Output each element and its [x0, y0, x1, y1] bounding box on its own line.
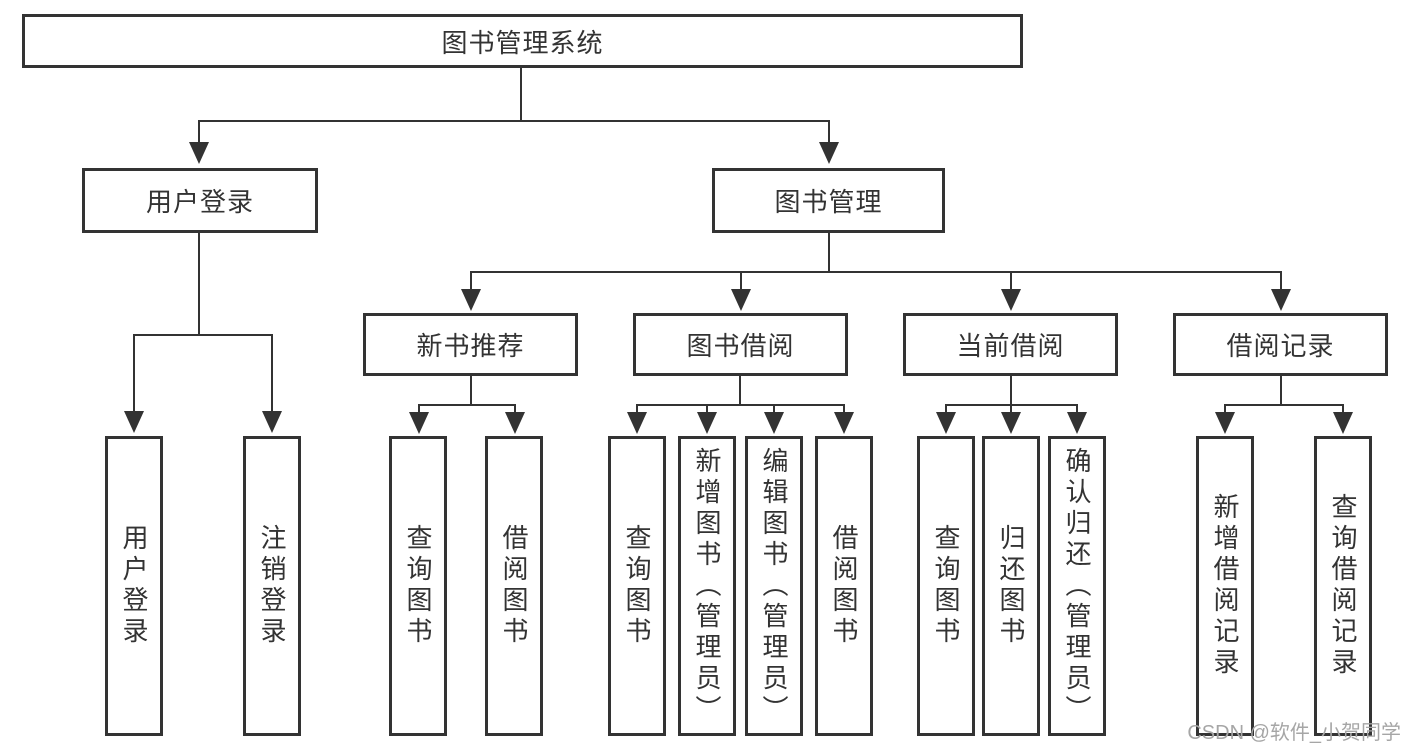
connector-line [198, 233, 200, 336]
arrow-down-icon [505, 412, 525, 434]
nb-query-books-node: 查询图书 [389, 436, 447, 736]
connector-line [828, 233, 830, 273]
current-borrow-node: 当前借阅 [903, 313, 1118, 376]
arrow-down-icon [409, 412, 429, 434]
connector-line [1224, 404, 1344, 406]
arrow-down-icon [1271, 289, 1291, 311]
arrow-down-icon [1001, 412, 1021, 434]
cb-query-books-label: 查询图书 [931, 524, 961, 648]
logout-leaf-label: 注销登录 [257, 524, 287, 648]
connector-line [945, 404, 947, 414]
connector-line [470, 271, 472, 290]
bb-query-books-label: 查询图书 [622, 524, 652, 648]
connector-line [636, 404, 844, 406]
arrow-down-icon [731, 289, 751, 311]
cb-return-books-node: 归还图书 [982, 436, 1040, 736]
book-borrow-label: 图书借阅 [686, 331, 795, 361]
bb-add-books-admin-label: 新增图书（管理员） [692, 446, 722, 726]
connector-line [1010, 271, 1012, 290]
arrow-down-icon [819, 142, 839, 164]
connector-line [1280, 376, 1282, 406]
nb-query-books-label: 查询图书 [403, 524, 433, 648]
user-login-label: 用户登录 [145, 187, 254, 217]
user-login-node: 用户登录 [82, 168, 318, 233]
arrow-down-icon [834, 412, 854, 434]
cb-confirm-return-admin-node: 确认归还（管理员） [1048, 436, 1106, 736]
nb-borrow-books-label: 借阅图书 [499, 524, 529, 648]
connector-line [1342, 404, 1344, 414]
connector-line [1010, 404, 1012, 414]
br-query-record-label: 查询借阅记录 [1328, 493, 1358, 679]
connector-line [739, 376, 741, 406]
bb-borrow-books-label: 借阅图书 [829, 524, 859, 648]
br-query-record-node: 查询借阅记录 [1314, 436, 1372, 736]
user-login-leaf-label: 用户登录 [119, 524, 149, 648]
user-login-leaf-node: 用户登录 [105, 436, 163, 736]
connector-line [133, 334, 273, 336]
bb-edit-books-admin-node: 编辑图书（管理员） [745, 436, 803, 736]
new-book-recommend-label: 新书推荐 [416, 331, 525, 361]
bb-borrow-books-node: 借阅图书 [815, 436, 873, 736]
connector-line [418, 404, 420, 414]
bb-edit-books-admin-label: 编辑图书（管理员） [759, 446, 789, 726]
cb-return-books-label: 归还图书 [996, 524, 1026, 648]
root-node-label: 图书管理系统 [441, 27, 604, 58]
connector-line [470, 376, 472, 406]
new-book-recommend-node: 新书推荐 [363, 313, 578, 376]
connector-line [418, 404, 516, 406]
connector-line [1010, 376, 1012, 406]
bb-add-books-admin-node: 新增图书（管理员） [678, 436, 736, 736]
root-node-library-management-system: 图书管理系统 [22, 14, 1023, 68]
cb-query-books-node: 查询图书 [917, 436, 975, 736]
arrow-down-icon [1067, 412, 1087, 434]
br-add-record-label: 新增借阅记录 [1210, 493, 1240, 679]
current-borrow-label: 当前借阅 [956, 331, 1065, 361]
arrow-down-icon [262, 411, 282, 433]
arrow-down-icon [1215, 412, 1235, 434]
br-add-record-node: 新增借阅记录 [1196, 436, 1254, 736]
arrow-down-icon [461, 289, 481, 311]
arrow-down-icon [124, 411, 144, 433]
borrow-record-node: 借阅记录 [1173, 313, 1388, 376]
connector-line [1224, 404, 1226, 414]
book-borrow-node: 图书借阅 [633, 313, 848, 376]
cb-confirm-return-admin-label: 确认归还（管理员） [1062, 446, 1092, 726]
connector-line [1076, 404, 1078, 414]
arrow-down-icon [189, 142, 209, 164]
connector-line [133, 334, 135, 412]
book-management-node: 图书管理 [712, 168, 945, 233]
bb-query-books-node: 查询图书 [608, 436, 666, 736]
connector-line [773, 404, 775, 414]
connector-line [706, 404, 708, 414]
connector-line [636, 404, 638, 414]
csdn-watermark: CSDN @软件_小贺同学 [1187, 722, 1401, 744]
nb-borrow-books-node: 借阅图书 [485, 436, 543, 736]
connector-line [470, 271, 1282, 273]
connector-line [198, 120, 830, 122]
connector-line [828, 120, 830, 146]
connector-line [740, 271, 742, 290]
book-management-label: 图书管理 [774, 187, 883, 217]
arrow-down-icon [627, 412, 647, 434]
logout-leaf-node: 注销登录 [243, 436, 301, 736]
connector-line [271, 334, 273, 412]
arrow-down-icon [1333, 412, 1353, 434]
connector-line [520, 68, 522, 122]
connector-line [198, 120, 200, 146]
connector-line [1280, 271, 1282, 290]
arrow-down-icon [764, 412, 784, 434]
arrow-down-icon [697, 412, 717, 434]
arrow-down-icon [936, 412, 956, 434]
arrow-down-icon [1001, 289, 1021, 311]
connector-line [843, 404, 845, 414]
borrow-record-label: 借阅记录 [1226, 331, 1335, 361]
connector-line [514, 404, 516, 414]
